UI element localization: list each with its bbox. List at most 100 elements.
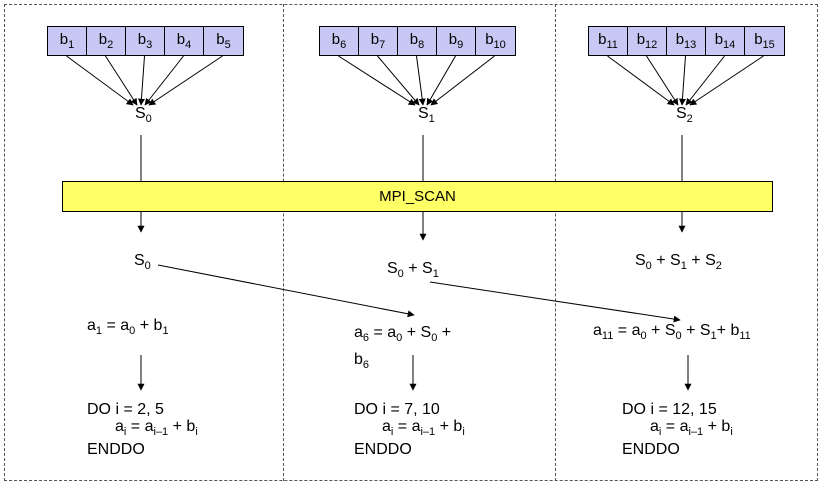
array-cell: b14: [706, 27, 745, 55]
array-cell: b10: [476, 27, 515, 55]
first-update-1-symbol: S0: [420, 324, 438, 345]
fan-in-arrow: [66, 55, 134, 106]
loop-body-1-symbol: bi: [453, 418, 465, 439]
array-cell: b11: [589, 27, 628, 55]
first-update-0-symbol: a0: [120, 317, 136, 338]
fan-in-arrow: [426, 55, 456, 106]
partial-sum-1-symbol: S1: [418, 105, 435, 126]
loop-body-1-text: =: [393, 418, 412, 435]
mpi-scan-bar: MPI_SCAN: [62, 181, 773, 212]
loop-body-2-text: =: [661, 418, 680, 435]
loop-body-1: ai = ai–1 + bi: [354, 418, 465, 441]
fan-in-arrow: [416, 55, 426, 106]
first-update-2-symbol: S0: [664, 322, 682, 343]
fan-in-arrow: [689, 55, 764, 106]
fan-in-arrow: [377, 55, 420, 106]
fan-in-arrow: [685, 55, 725, 106]
scan-result-1-symbol: S0: [387, 260, 404, 281]
partial-sum-2-symbol: S2: [676, 105, 693, 126]
first-update-0-symbol: a1: [87, 317, 103, 338]
array-cell-symbol: b2: [98, 31, 114, 51]
first-update-1-symbol: a0: [387, 324, 403, 345]
first-update-2-text: +: [681, 322, 700, 339]
scan-result-0: S0: [134, 252, 151, 272]
array-cell: b2: [87, 27, 126, 55]
first-update-1-text: +: [402, 324, 421, 341]
first-update-1-symbol: b6: [354, 351, 370, 372]
scan-result-0-symbol: S0: [134, 252, 151, 273]
first-update-2-symbol: a0: [631, 322, 647, 343]
first-update-1: a6 = a0 + S0 + b6: [354, 322, 451, 376]
first-update-1-text: +: [437, 324, 452, 341]
loop-body-2: ai = ai–1 + bi: [622, 418, 733, 441]
array-cell: b4: [165, 27, 204, 55]
scan-result-2-text: +: [651, 252, 671, 269]
array-cell: b15: [745, 27, 784, 55]
fan-in-arrow: [137, 55, 145, 106]
loop-body-1-symbol: ai: [382, 418, 394, 439]
loop-body-0-text: +: [168, 418, 187, 435]
loop-header-0: DO i = 2, 5: [87, 401, 164, 418]
partial-sum-1: S1: [418, 105, 435, 125]
process-divider-1: [283, 4, 284, 481]
array-cell: b9: [437, 27, 476, 55]
loop-body-0: ai = ai–1 + bi: [87, 418, 198, 441]
carry-arrow-1: [429, 281, 681, 323]
fan-in-arrow: [144, 55, 184, 106]
loop-block-0: DO i = 2, 5 ai = ai–1 + bi ENDDO: [87, 401, 198, 458]
array-cell: b1: [48, 27, 87, 55]
scan-result-1-symbol: S1: [422, 260, 439, 281]
loop-body-2-symbol: ai–1: [679, 418, 704, 439]
array-cell-symbol: b8: [409, 31, 425, 51]
first-update-0-text: =: [102, 317, 121, 334]
first-update-1-symbol: a6: [354, 324, 370, 345]
loop-block-1: DO i = 7, 10 ai = ai–1 + bi ENDDO: [354, 401, 465, 458]
array-cell-symbol: b7: [370, 31, 386, 51]
loop-body-0-symbol: bi: [186, 418, 198, 439]
loop-end-1: ENDDO: [354, 441, 412, 459]
fan-in-arrow: [678, 55, 686, 106]
loop-body-1-symbol: ai–1: [411, 418, 436, 439]
first-update-2: a11 = a0 + S0 + S1+ b11: [593, 322, 751, 342]
first-update-0: a1 = a0 + b1: [87, 317, 169, 337]
fan-in-arrow: [646, 55, 679, 106]
scan-result-2-symbol: S0: [635, 252, 652, 273]
scan-result-2-symbol: S1: [670, 252, 687, 273]
diagram-frame: [4, 4, 818, 481]
array-cell: b7: [359, 27, 398, 55]
array-block-0: b1 b2 b3 b4 b5: [47, 26, 244, 56]
scan-result-1: S0 + S1: [387, 260, 439, 280]
loop-block-2: DO i = 12, 15 ai = ai–1 + bi ENDDO: [622, 401, 733, 458]
partial-sum-0-symbol: S0: [135, 105, 152, 126]
array-cell: b5: [204, 27, 243, 55]
array-cell: b12: [628, 27, 667, 55]
array-block-1: b6 b7 b8 b9 b10: [319, 26, 516, 56]
array-cell-symbol: b6: [331, 31, 347, 51]
first-update-2-text: =: [613, 322, 632, 339]
loop-body-1-text: +: [435, 418, 454, 435]
array-cell-symbol: b1: [59, 31, 75, 51]
carry-arrow-0: [157, 264, 415, 318]
scan-result-2-text: +: [686, 252, 706, 269]
array-cell-symbol: b9: [448, 31, 464, 51]
array-cell-symbol: b5: [216, 31, 231, 51]
fan-in-arrow: [338, 55, 416, 106]
array-cell-symbol: b14: [714, 31, 736, 51]
partial-sum-0: S0: [135, 105, 152, 125]
first-update-1-text: =: [369, 324, 388, 341]
array-cell-symbol: b15: [754, 31, 775, 51]
loop-body-0-symbol: ai–1: [144, 418, 169, 439]
fan-in-arrow: [148, 55, 223, 106]
first-update-2-text: +: [716, 322, 731, 339]
loop-body-2-symbol: bi: [721, 418, 733, 439]
partial-sum-2: S2: [676, 105, 693, 125]
loop-body-0-text: =: [126, 418, 145, 435]
array-cell-symbol: b4: [176, 31, 192, 51]
loop-header-2: DO i = 12, 15: [622, 401, 717, 418]
first-update-2-symbol: b11: [730, 322, 751, 343]
array-cell: b6: [320, 27, 359, 55]
loop-end-0: ENDDO: [87, 441, 145, 459]
array-cell-symbol: b11: [598, 31, 618, 51]
array-cell-symbol: b3: [137, 31, 153, 51]
